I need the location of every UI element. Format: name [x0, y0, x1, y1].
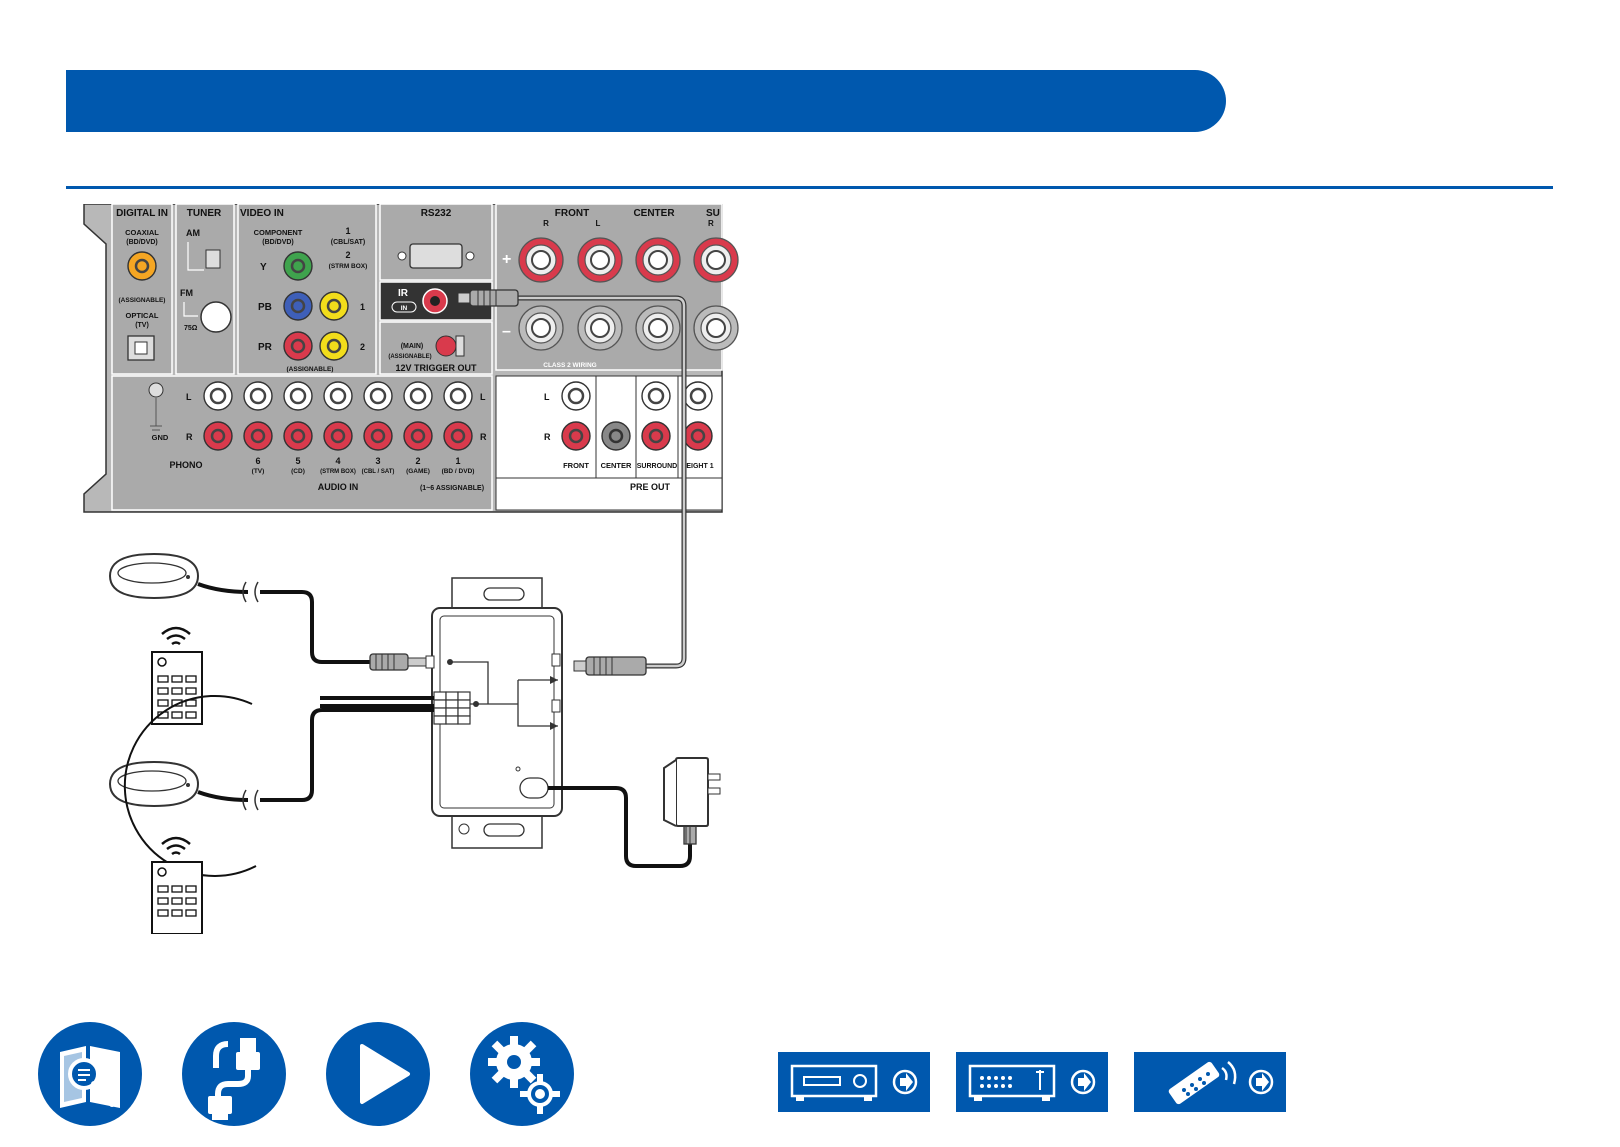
audio-in-assignable-label: (1~6 ASSIGNABLE) [420, 485, 484, 492]
video-assignable-label: (ASSIGNABLE) [287, 366, 334, 373]
audio-in-source: (TV) [252, 468, 265, 475]
nav-manual-search-button[interactable] [38, 1022, 142, 1126]
pre-out-label: PRE OUT [630, 482, 671, 492]
ir-repeater-box [425, 577, 563, 849]
video-in1-label: 1 [345, 226, 350, 236]
audio-in-number-labels: 6 5 4 3 2 1 (TV) (CD) (STRM BOX) (CBL / … [252, 456, 475, 475]
component-label: COMPONENT [254, 228, 303, 237]
audio-in-source: (CD) [291, 468, 305, 475]
audio-in-source: (BD / DVD) [442, 468, 475, 475]
ir-in-label: IN [401, 305, 408, 312]
remote-control-link[interactable] [1134, 1052, 1286, 1112]
coaxial-sub-label: (BD/DVD) [126, 239, 158, 246]
play-icon [360, 1044, 410, 1104]
cbl-sat-label: (CBL/SAT) [331, 239, 365, 246]
class2-label: CLASS 2 WIRING [543, 362, 596, 369]
video-in2-label: 2 [345, 250, 350, 260]
nav-playback-button[interactable] [326, 1022, 430, 1126]
header-rule [66, 186, 1553, 189]
component-sub-label: (BD/DVD) [262, 239, 294, 246]
nav-settings-button[interactable] [470, 1022, 574, 1126]
ir-connection-diagram: DIGITAL IN COAXIAL (BD/DVD) (ASSIGNABLE)… [83, 204, 739, 934]
audio-in-num: 6 [255, 456, 260, 466]
connection-cable-icon [208, 1038, 260, 1120]
rs232-label: RS232 [421, 208, 452, 219]
trigger-label: 12V TRIGGER OUT [395, 363, 477, 373]
fm-label: FM [180, 288, 193, 298]
ir-cable [457, 289, 687, 676]
pre-out-surround-label: SURROUND [637, 463, 677, 470]
audio-in-l-label: L [480, 392, 486, 402]
composite-1-label: 1 [360, 302, 365, 312]
ohm-label: 75Ω [184, 325, 198, 332]
trigger-assignable-label: (ASSIGNABLE) [388, 354, 431, 360]
receiver-rear-panel: DIGITAL IN COAXIAL (BD/DVD) (ASSIGNABLE)… [83, 204, 739, 513]
surround-r-label: R [708, 219, 714, 228]
manual-search-icon [60, 1046, 120, 1108]
plus-label: + [502, 251, 511, 268]
front-panel-icon [790, 1064, 918, 1101]
am-label: AM [186, 228, 200, 238]
audio-in-num: 1 [455, 456, 460, 466]
audio-in-num: 5 [295, 456, 300, 466]
audio-in-r-label: R [480, 432, 487, 442]
phono-label: PHONO [169, 460, 202, 470]
ir-receiver-1 [108, 552, 427, 671]
composite-2-label: 2 [360, 342, 365, 352]
audio-in-source: (CBL / SAT) [362, 469, 395, 475]
remote-control-1 [151, 626, 203, 725]
front-label: FRONT [555, 208, 589, 219]
pr-label: PR [258, 342, 273, 353]
assignable-label: (ASSIGNABLE) [119, 297, 166, 304]
remote-control-2 [151, 836, 203, 934]
audio-in-label: AUDIO IN [318, 482, 359, 492]
settings-gears-icon [488, 1036, 560, 1114]
power-adapter [548, 757, 721, 868]
pb-label: PB [258, 302, 272, 313]
pre-out-height-label: EIGHT 1 [686, 463, 713, 470]
ir-label: IR [398, 288, 409, 299]
video-in-label: VIDEO IN [240, 208, 284, 219]
audio-in-source: (STRM BOX) [320, 469, 356, 475]
tuner-label: TUNER [187, 208, 222, 219]
optical-sub-label: (TV) [135, 322, 149, 329]
surround-label: SU [706, 208, 720, 219]
ir-receiver-2 [108, 696, 434, 811]
pre-out-front-label: FRONT [563, 461, 589, 470]
center-label: CENTER [633, 208, 675, 219]
audio-in-num: 2 [415, 456, 420, 466]
pre-out-center-label: CENTER [601, 461, 632, 470]
phono-l-label: L [186, 392, 192, 402]
coaxial-label: COAXIAL [125, 228, 159, 237]
nav-connection-button[interactable] [182, 1022, 286, 1126]
audio-in-num: 4 [335, 456, 340, 466]
remote-control-icon [1168, 1061, 1274, 1105]
minus-label: – [502, 323, 511, 340]
strm-box-label: (STRM BOX) [329, 263, 368, 270]
digital-in-label: DIGITAL IN [116, 208, 168, 219]
gnd-label: GND [152, 433, 169, 442]
rear-panel-link[interactable] [956, 1052, 1108, 1112]
phono-r-label: R [186, 432, 193, 442]
front-panel-link[interactable] [778, 1052, 930, 1112]
rear-panel-icon [968, 1064, 1096, 1101]
optical-label: OPTICAL [126, 311, 159, 320]
main-label: (MAIN) [401, 343, 424, 350]
y-label: Y [260, 262, 267, 273]
audio-in-num: 3 [375, 456, 380, 466]
pre-out-r-label: R [544, 432, 551, 442]
header-banner [66, 70, 1226, 132]
front-l-label: L [596, 219, 601, 228]
front-r-label: R [543, 219, 549, 228]
pre-out-l-label: L [544, 392, 550, 402]
audio-in-source: (GAME) [406, 468, 430, 475]
